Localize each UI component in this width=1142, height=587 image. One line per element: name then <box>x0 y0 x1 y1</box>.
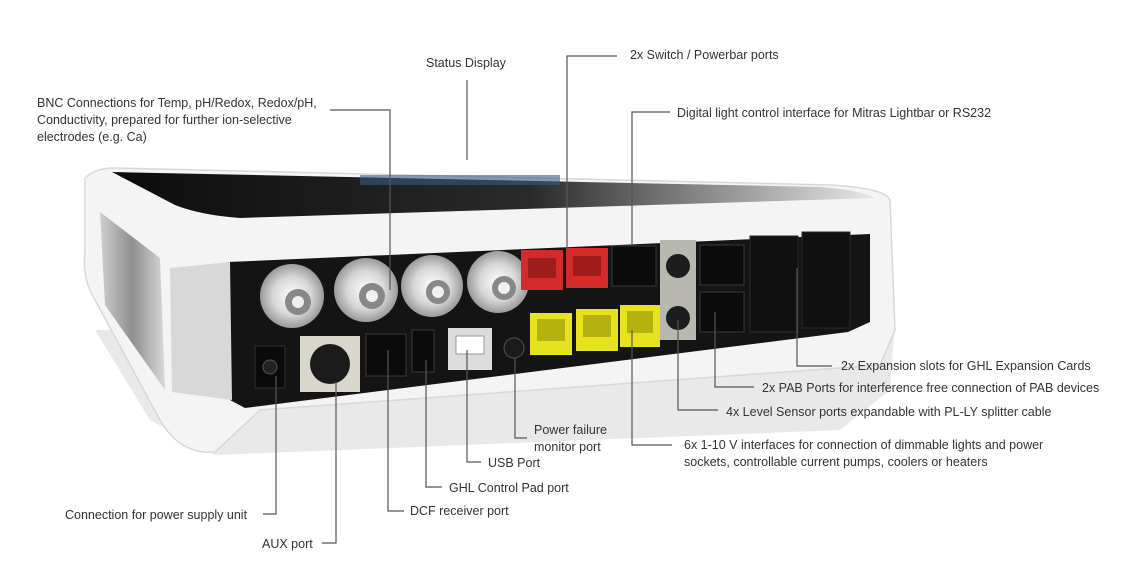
label-dcf-receiver: DCF receiver port <box>410 504 509 518</box>
switch-ports <box>521 248 608 290</box>
pab-port-1 <box>699 244 745 286</box>
interface-ports <box>530 305 660 355</box>
expansion-slot-2 <box>801 231 851 329</box>
left-side <box>100 212 165 390</box>
bnc-connectors <box>260 251 529 328</box>
digital-light-port <box>611 245 657 287</box>
ghl-control-pad-port <box>411 329 435 373</box>
label-ghl-control-pad: GHL Control Pad port <box>449 481 569 495</box>
label-pab-ports: 2x PAB Ports for interference free conne… <box>762 381 1100 395</box>
power-failure-port <box>503 337 525 359</box>
top-glass <box>112 172 875 218</box>
label-interfaces: 6x 1-10 V interfaces for connection of d… <box>684 438 1044 469</box>
pab-port-2 <box>699 291 745 333</box>
label-switch-ports: 2x Switch / Powerbar ports <box>630 48 779 62</box>
dcf-port <box>365 333 407 377</box>
label-power-failure: Power failure monitor port <box>534 423 607 454</box>
label-expansion-slots: 2x Expansion slots for GHL Expansion Car… <box>841 359 1091 373</box>
label-status-display: Status Display <box>426 56 506 70</box>
label-usb-port: USB Port <box>488 456 541 470</box>
status-display <box>360 175 560 185</box>
label-power-supply: Connection for power supply unit <box>65 508 248 522</box>
label-level-sensor: 4x Level Sensor ports expandable with PL… <box>726 405 1052 419</box>
label-bnc: BNC Connections for Temp, pH/Redox, Redo… <box>37 96 317 144</box>
label-digital-light: Digital light control interface for Mitr… <box>677 106 992 120</box>
expansion-slot-1 <box>749 235 799 333</box>
leader-lines <box>263 55 832 544</box>
label-aux-port: AUX port <box>262 537 313 551</box>
